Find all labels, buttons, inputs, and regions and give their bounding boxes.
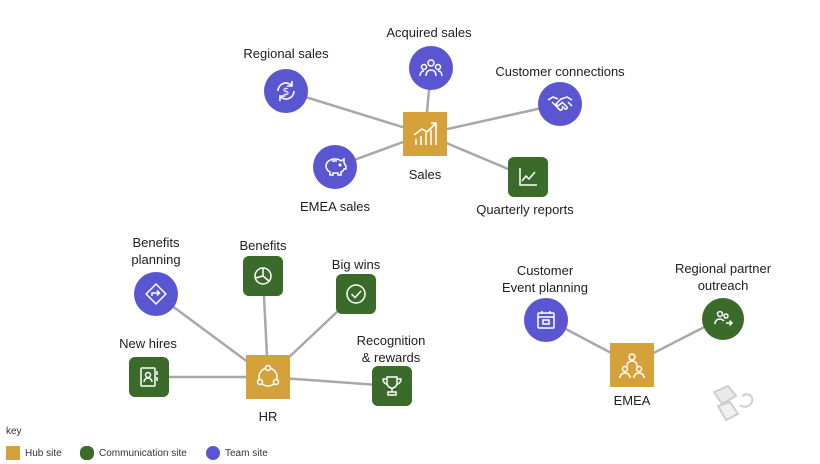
customer-event-planning-label: Customer Event planning [490, 262, 600, 296]
people-circle-icon [256, 364, 280, 387]
regional-partner-line1: Regional partner [674, 261, 772, 276]
key-title: key [6, 426, 22, 437]
check-circle-icon [346, 284, 366, 304]
edge-sales-regional [285, 89, 426, 136]
diamond-arrow-icon [145, 283, 167, 305]
benefits-label: Benefits [239, 238, 287, 253]
regional-partner-outreach-label: Regional partner outreach [663, 260, 783, 294]
svg-text:$: $ [283, 85, 290, 98]
quarterly-reports-node[interactable] [508, 157, 548, 197]
key-communication-site: Communication site [80, 446, 187, 460]
logo-icon [712, 384, 754, 422]
benefits-planning-label: Benefits planning [106, 234, 206, 268]
regional-partner-outreach-node[interactable] [702, 298, 744, 340]
recognition-line1: Recognition [356, 333, 426, 348]
recognition-line2: & rewards [361, 350, 421, 365]
emea-sales-node[interactable] [313, 145, 357, 189]
acquired-sales-label: Acquired sales [386, 25, 472, 40]
hr-hub-node[interactable] [246, 355, 290, 399]
people-group-icon [619, 353, 645, 379]
emea-label: EMEA [613, 393, 651, 408]
pie-chart-icon [254, 267, 272, 285]
acquired-sales-node[interactable] [409, 46, 453, 90]
chart-up-icon [413, 122, 437, 145]
calendar-icon [537, 311, 555, 329]
handshake-icon [547, 96, 573, 111]
key-hub-label: Hub site [25, 447, 62, 459]
key-team-site: Team site [206, 446, 268, 460]
sales-label: Sales [408, 167, 442, 182]
customer-event-line2: Event planning [501, 280, 588, 295]
customer-connections-node[interactable] [538, 82, 582, 126]
sales-hub-node[interactable] [403, 112, 447, 156]
hr-label: HR [258, 409, 278, 424]
team-swatch [206, 446, 220, 460]
people-group-icon [419, 59, 443, 77]
new-hires-label: New hires [119, 336, 177, 351]
key-hub-site: Hub site [6, 446, 62, 460]
quarterly-reports-label: Quarterly reports [476, 202, 574, 217]
customer-event-line1: Customer [516, 263, 574, 278]
hub-swatch [6, 446, 20, 460]
people-arrow-icon [714, 310, 734, 327]
emea-sales-label: EMEA sales [299, 199, 371, 214]
piggy-bank-icon [325, 157, 347, 176]
benefits-planning-line2: planning [131, 252, 181, 267]
emea-hub-node[interactable] [610, 343, 654, 387]
benefits-node[interactable] [243, 256, 283, 296]
communication-swatch [80, 446, 94, 460]
customer-event-planning-node[interactable] [524, 298, 568, 342]
dollar-refresh-icon: $ [277, 81, 295, 101]
regional-sales-node[interactable]: $ [264, 69, 308, 113]
recognition-rewards-label: Recognition & rewards [341, 332, 441, 366]
big-wins-label: Big wins [331, 257, 381, 272]
edge-sales-customer [424, 102, 561, 136]
benefits-planning-line1: Benefits [132, 235, 180, 250]
benefits-planning-node[interactable] [134, 272, 178, 316]
line-chart-icon [519, 168, 537, 186]
big-wins-node[interactable] [336, 274, 376, 314]
new-hires-node[interactable] [129, 357, 169, 397]
key-team-label: Team site [225, 447, 268, 459]
key-communication-label: Communication site [99, 447, 187, 459]
recognition-rewards-node[interactable] [372, 366, 412, 406]
customer-connections-label: Customer connections [495, 64, 625, 79]
regional-partner-line2: outreach [697, 278, 749, 293]
trophy-icon [382, 376, 402, 396]
regional-sales-label: Regional sales [243, 46, 329, 61]
id-card-icon [140, 367, 158, 387]
